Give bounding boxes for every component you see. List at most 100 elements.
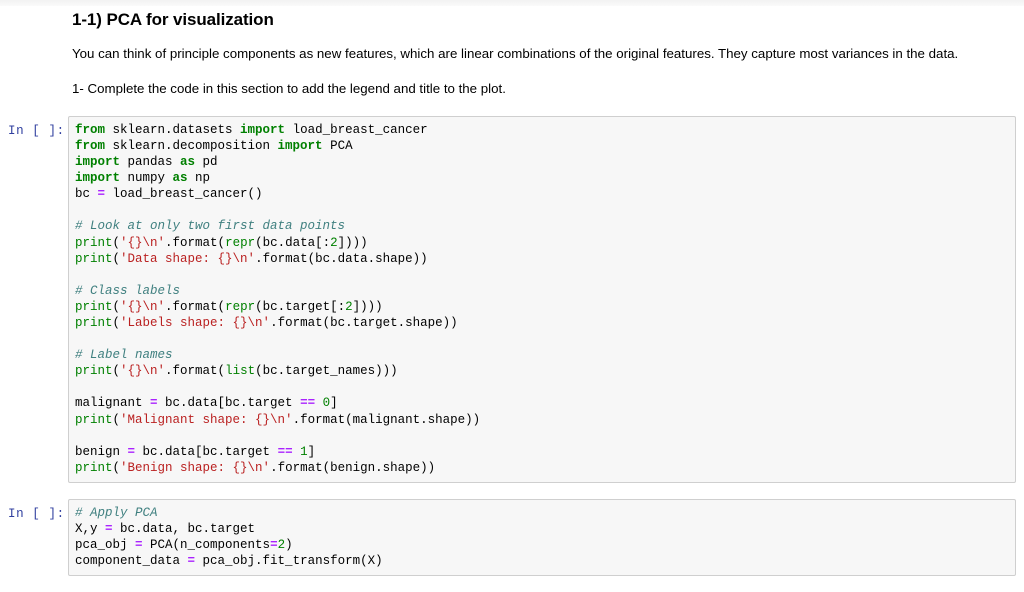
- code-token: ]))): [337, 235, 368, 250]
- code-token: =: [270, 538, 278, 553]
- code-token: benign: [75, 444, 128, 459]
- code-token: repr: [225, 235, 256, 250]
- input-prompt-1: In [ ]:: [8, 123, 65, 138]
- code-token: numpy: [120, 171, 173, 186]
- code-token: (bc.data[:: [255, 235, 331, 250]
- code-token: .format(bc.data.shape)): [255, 251, 428, 266]
- code-token: .format(: [165, 235, 226, 250]
- code-token: from: [75, 122, 106, 137]
- code-token: # Apply PCA: [75, 505, 158, 520]
- code-token: repr: [225, 299, 256, 314]
- code-token: 'Benign shape: {}\n': [120, 460, 271, 475]
- code-token: PCA(n_components: [142, 538, 271, 553]
- code-token: ==: [277, 444, 293, 459]
- code-token: X,y: [75, 522, 106, 537]
- code-cell-2[interactable]: In [ ]: # Apply PCA X,y = bc.data, bc.ta…: [0, 498, 1024, 577]
- code-token: 'Malignant shape: {}\n': [120, 412, 293, 427]
- input-prompt-2: In [ ]:: [8, 506, 65, 521]
- code-token: # Class labels: [75, 283, 181, 298]
- code-token: PCA: [322, 138, 353, 153]
- code-token: (: [112, 364, 121, 379]
- code-token: load_breast_cancer(): [105, 187, 263, 202]
- code-token: pca_obj: [75, 538, 136, 553]
- markdown-paragraph: You can think of principle components as…: [72, 46, 959, 61]
- code-token: (: [112, 299, 121, 314]
- code-editor-1[interactable]: from sklearn.datasets import load_breast…: [75, 122, 1009, 476]
- code-editor-2[interactable]: # Apply PCA X,y = bc.data, bc.target pca…: [75, 505, 1009, 569]
- code-token: =: [105, 522, 113, 537]
- code-token: ==: [300, 396, 316, 411]
- markdown-cell[interactable]: 1-1) PCA for visualization You can think…: [0, 0, 1024, 98]
- code-token: .format(: [165, 364, 226, 379]
- code-token: component_data: [75, 554, 188, 569]
- code-token: import: [75, 155, 121, 170]
- code-token: from: [75, 138, 106, 153]
- code-token: '{}\n': [120, 364, 166, 379]
- code-token: print: [75, 299, 113, 314]
- code-token: import: [277, 138, 323, 153]
- code-token: 2: [277, 538, 286, 553]
- code-token: as: [172, 171, 188, 186]
- code-token: ]))): [352, 299, 383, 314]
- code-token: as: [180, 155, 196, 170]
- code-token: print: [75, 364, 113, 379]
- code-token: pd: [195, 155, 218, 170]
- code-token: sklearn.decomposition: [105, 138, 278, 153]
- code-input-area-1[interactable]: from sklearn.datasets import load_breast…: [68, 115, 1016, 483]
- code-token: import: [240, 122, 286, 137]
- code-token: bc.data[bc.target: [135, 444, 278, 459]
- code-token: 'Labels shape: {}\n': [120, 316, 271, 330]
- code-token: =: [97, 187, 106, 202]
- code-input-area-2[interactable]: # Apply PCA X,y = bc.data, bc.target pca…: [68, 498, 1016, 577]
- code-token: =: [127, 444, 136, 459]
- code-token: [315, 396, 323, 410]
- page-title: 1-1) PCA for visualization: [72, 10, 274, 29]
- code-cell-1[interactable]: In [ ]: from sklearn.datasets import loa…: [0, 115, 1024, 483]
- code-token: sklearn.datasets: [105, 122, 241, 137]
- code-token: 'Data shape: {}\n': [120, 251, 256, 266]
- page-top-band: [0, 0, 1024, 6]
- code-token: (: [112, 251, 121, 266]
- code-token: ]: [330, 396, 338, 411]
- code-token: 2: [345, 299, 353, 314]
- code-token: (bc.target_names))): [255, 364, 398, 379]
- code-token: '{}\n': [120, 299, 166, 314]
- code-token: print: [75, 235, 113, 250]
- code-token: .format(: [165, 299, 226, 314]
- code-token: pandas: [120, 155, 181, 170]
- markdown-instruction: 1- Complete the code in this section to …: [72, 80, 506, 96]
- code-token: (: [112, 412, 121, 427]
- code-token: ): [285, 538, 293, 553]
- code-token: print: [75, 316, 113, 330]
- code-token: np: [187, 171, 211, 186]
- code-token: (: [112, 460, 121, 475]
- code-token: import: [75, 171, 121, 186]
- code-token: print: [75, 251, 113, 266]
- code-token: .format(malignant.shape)): [292, 412, 481, 427]
- code-token: [293, 445, 301, 459]
- code-token: =: [187, 554, 196, 569]
- code-token: =: [150, 396, 158, 411]
- code-token: '{}\n': [120, 235, 166, 250]
- code-token: print: [75, 460, 113, 475]
- code-token: # Label names: [75, 348, 173, 363]
- code-token: (: [112, 235, 121, 250]
- code-token: (: [112, 316, 121, 330]
- code-token: bc.data[bc.target: [157, 396, 301, 411]
- code-token: # Look at only two first data points: [75, 219, 346, 234]
- code-token: print: [75, 412, 113, 427]
- code-token: .format(benign.shape)): [270, 460, 436, 475]
- notebook-container: 1-1) PCA for visualization You can think…: [0, 0, 1024, 577]
- code-token: bc.data, bc.target: [112, 522, 256, 537]
- code-token: .format(bc.target.shape)): [270, 316, 458, 330]
- code-token: ]: [307, 444, 316, 459]
- code-token: list: [225, 364, 256, 379]
- code-token: load_breast_cancer: [285, 122, 428, 137]
- code-token: 2: [330, 235, 338, 250]
- code-token: =: [135, 538, 143, 553]
- code-token: malignant: [75, 396, 151, 411]
- code-token: (bc.target[:: [255, 299, 346, 314]
- code-token: 0: [322, 396, 331, 411]
- code-token: bc: [75, 187, 98, 202]
- code-token: 1: [300, 444, 308, 459]
